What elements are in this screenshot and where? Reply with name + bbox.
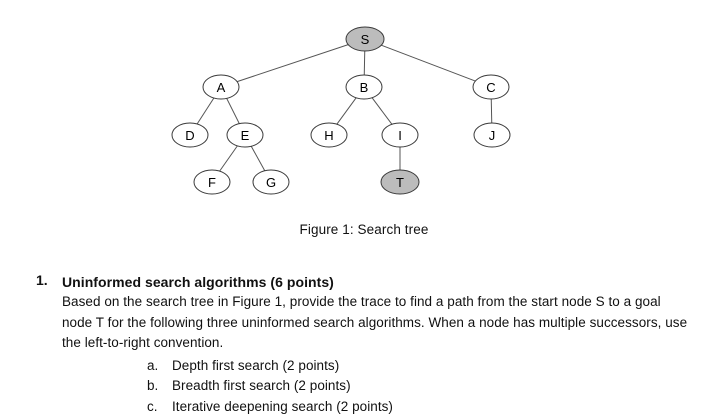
tree-node-shape-i <box>381 122 419 148</box>
question-sub-marker: b. <box>147 378 159 393</box>
question-heading: Uninformed search algorithms (6 points) <box>62 274 334 290</box>
search-tree-graphic: S A B C D E H I J F G T <box>171 26 511 195</box>
tree-node-shape-a <box>202 74 240 100</box>
tree-node-label-t: T <box>396 175 404 190</box>
tree-node-shape-f <box>193 169 231 195</box>
tree-edge-e-g <box>250 146 266 171</box>
tree-node-shape-h <box>310 122 348 148</box>
tree-node-label-g: G <box>266 175 276 190</box>
question-marker: 1. <box>36 272 48 288</box>
tree-node-label-h: H <box>324 128 333 143</box>
tree-node-label-i: I <box>398 128 402 143</box>
tree-node-shape-g <box>252 169 290 195</box>
question-sub-item-a: a. Depth first search (2 points) <box>62 356 728 377</box>
question-sub-item-b: b. Breadth first search (2 points) <box>62 376 728 397</box>
question-sub-label: Breadth first search (2 points) <box>172 378 351 393</box>
tree-edge-e-f <box>219 145 238 172</box>
tree-node-s[interactable]: S <box>345 26 385 52</box>
tree-node-shape-j <box>473 122 511 148</box>
search-tree-figure: S A B C D E H I J F G T Figure 1: Search tree <box>171 26 511 237</box>
tree-node-shape-d <box>171 122 209 148</box>
question-item-1: 1. Uninformed search algorithms (6 point… <box>0 272 728 417</box>
tree-node-g[interactable]: G <box>252 169 290 195</box>
question-sub-label: Iterative deepening search (2 points) <box>172 398 393 414</box>
tree-node-shape-b <box>345 74 383 100</box>
tree-node-h[interactable]: H <box>310 122 348 148</box>
tree-edge-s-c <box>381 44 476 82</box>
tree-node-shape-e <box>226 122 264 148</box>
tree-node-shape-s <box>345 26 385 52</box>
tree-edge-a-d <box>196 97 215 125</box>
tree-node-i[interactable]: I <box>381 122 419 148</box>
question-sub-list: a. Depth first search (2 points) b. Breadth… <box>62 356 728 418</box>
tree-edge-c-j <box>490 98 493 124</box>
question-body: Based on the search tree in Figure 1, pr… <box>62 294 688 350</box>
tree-node-label-c: C <box>486 80 495 95</box>
tree-node-b[interactable]: B <box>345 74 383 100</box>
tree-node-label-j: J <box>489 128 496 143</box>
tree-node-label-s: S <box>361 32 370 47</box>
tree-node-label-a: A <box>217 80 226 95</box>
question-sub-item-c: c. Iterative deepening search (2 points) <box>62 397 728 418</box>
tree-edge-a-e <box>226 98 240 124</box>
tree-node-j[interactable]: J <box>473 122 511 148</box>
question-sub-marker: a. <box>147 357 159 373</box>
question-sub-label: Depth first search (2 points) <box>172 357 340 373</box>
question-block: 1. Uninformed search algorithms (6 point… <box>0 272 728 417</box>
tree-node-shape-t <box>380 169 420 195</box>
tree-node-shape-c <box>472 74 510 100</box>
question-sub-marker: c. <box>147 398 158 414</box>
tree-node-f[interactable]: F <box>193 169 231 195</box>
tree-node-label-e: E <box>241 128 250 143</box>
tree-node-e[interactable]: E <box>226 122 264 148</box>
tree-edge-s-b <box>363 50 366 76</box>
tree-edge-b-i <box>371 97 393 125</box>
tree-edges <box>196 44 493 172</box>
tree-node-d[interactable]: D <box>171 122 209 148</box>
tree-node-c[interactable]: C <box>472 74 510 100</box>
tree-node-label-b: B <box>360 80 369 95</box>
tree-edge-s-a <box>236 44 349 83</box>
tree-node-label-f: F <box>208 175 216 190</box>
tree-node-label-d: D <box>185 128 194 143</box>
tree-node-t[interactable]: T <box>380 169 420 195</box>
figure-caption: Figure 1: Search tree <box>299 222 429 237</box>
tree-edge-b-h <box>336 97 357 125</box>
tree-nodes: S A B C D E H I J F G T <box>171 26 511 195</box>
tree-node-a[interactable]: A <box>202 74 240 100</box>
